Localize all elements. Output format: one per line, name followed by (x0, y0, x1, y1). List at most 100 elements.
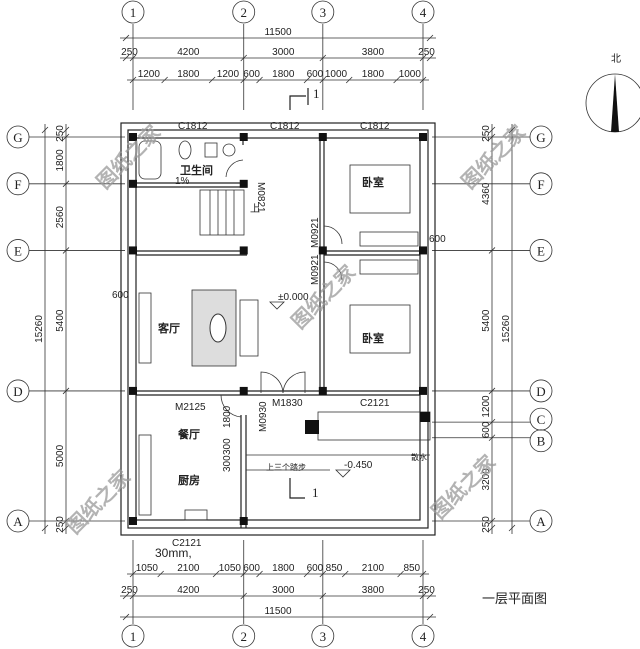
walls (120, 122, 436, 536)
dim-top-bays-label: 250 (121, 47, 138, 58)
cabinet (204, 142, 218, 158)
dim-right-bays-label: 5400 (481, 309, 492, 332)
kitchen-counter (138, 434, 152, 516)
axis-bubble-G (529, 125, 553, 149)
axis-label-2: 2 (240, 5, 247, 20)
section-mark-top (289, 95, 306, 110)
label-window: C1812 (178, 121, 208, 132)
outer-wall-inner (135, 137, 421, 521)
label-door: M0930 (258, 401, 269, 432)
section-mark-bottom (289, 478, 305, 499)
dim-tick (488, 524, 496, 532)
coffee-table (209, 313, 227, 343)
porch-column (305, 420, 319, 434)
north-label: 北 (611, 53, 621, 65)
north-arrow-icon (611, 74, 619, 132)
stair (199, 189, 245, 236)
dim-tick (62, 126, 70, 134)
stair-up-label: 上 (250, 203, 260, 215)
axis-bubble-B (529, 429, 553, 453)
section-number-top: 1 (313, 86, 320, 101)
axis-label-E: E (14, 243, 22, 258)
axis-bubble-1 (121, 0, 145, 24)
label-window: C2121 (360, 398, 390, 409)
room-labels: 卫生间 卧室 客厅 卧室 餐厅 厨房 (157, 163, 384, 487)
dim-bottom-openings-label: 600 (307, 563, 324, 574)
dim-tick (212, 570, 220, 578)
dim-tick (393, 76, 400, 84)
dim-right-bays-label: 3200 (481, 468, 492, 491)
dim-top-openings-label: 1800 (177, 69, 200, 80)
room-bedroom-north: 卧室 (362, 175, 384, 189)
axis-bubble-3 (311, 0, 335, 24)
column (318, 386, 327, 395)
room-bathroom: 卫生间 (180, 163, 213, 177)
axis-bubble-F (6, 172, 30, 196)
dim-right-bays-label: 1200 (481, 395, 492, 418)
column (239, 179, 248, 188)
dim-left-bays-label: 1800 (55, 149, 66, 172)
steps-note: 上三个踏步 (266, 462, 306, 472)
column (239, 517, 248, 525)
dim-bottom-bays-label: 4200 (177, 585, 200, 596)
column (129, 246, 137, 255)
axis-bubble-4 (411, 624, 435, 648)
dim-bottom-openings-label: 600 (243, 563, 260, 574)
bed-north (349, 164, 411, 214)
dim-1800: 1800 (222, 405, 233, 428)
label-window: C2121 (172, 538, 202, 549)
dim-top-bays-label: 4200 (177, 47, 200, 58)
axis-label-1: 1 (130, 629, 137, 644)
dim-top-bays-label: 250 (418, 47, 435, 58)
drawing-title: 一层平面图 (482, 591, 547, 606)
door-swing-entry-b (282, 371, 306, 394)
dim-right-bays-label: 4360 (481, 182, 492, 205)
dim-tick (62, 524, 70, 532)
dim-top-openings-label: 1800 (362, 69, 385, 80)
dim-tick (122, 613, 130, 621)
axis-bubble-E (529, 239, 553, 262)
axis-label-A: A (13, 514, 23, 529)
room-dining: 餐厅 (177, 427, 200, 441)
axis-bubble-A (529, 509, 553, 533)
dim-bottom-bays-label: 250 (418, 585, 435, 596)
dim-left-bays-label: 5400 (55, 309, 66, 332)
axis-bubble-G (6, 125, 30, 149)
bathtub (138, 140, 162, 180)
elevation-marker-icon (269, 301, 285, 310)
dim-top-bays-label: 3000 (272, 47, 295, 58)
room-living: 客厅 (157, 321, 180, 335)
dim-top-openings-label: 1800 (272, 69, 295, 80)
dim-top-openings-label: 600 (307, 69, 324, 80)
axis-label-C: C (537, 412, 546, 427)
axis-bubble-2 (232, 0, 256, 24)
axis-bubble-A (6, 509, 30, 533)
wardrobe-s (359, 259, 419, 275)
axis-label-F: F (537, 177, 544, 192)
apron-label: 散水 (411, 452, 427, 462)
axis-bubble-1 (121, 624, 145, 648)
dim-tick (256, 570, 263, 578)
axis-label-G: G (536, 130, 545, 145)
dim-300: 300 (222, 438, 233, 455)
label-door: M0921 (310, 254, 321, 285)
dim-top-bays-label: 3800 (362, 47, 385, 58)
dim-right-bays-label: 250 (481, 125, 492, 142)
north-arrow: 北 (585, 53, 640, 133)
porch-outline (317, 411, 431, 441)
column (318, 246, 327, 255)
dim-tick (341, 570, 349, 578)
column (129, 517, 137, 525)
dim-tick (161, 76, 168, 84)
axis-label-3: 3 (320, 5, 327, 20)
dim-tick (508, 524, 516, 532)
watermark: 图纸之家 (62, 464, 136, 538)
porch-column (420, 412, 430, 422)
axis-label-4: 4 (420, 5, 427, 20)
axis-label-D: D (536, 384, 545, 399)
column (318, 133, 327, 141)
bed-south (349, 304, 411, 354)
dim-top-openings-label: 1000 (325, 69, 348, 80)
dim-bottom-openings-label: 1050 (136, 563, 159, 574)
wardrobe-n (359, 231, 419, 247)
